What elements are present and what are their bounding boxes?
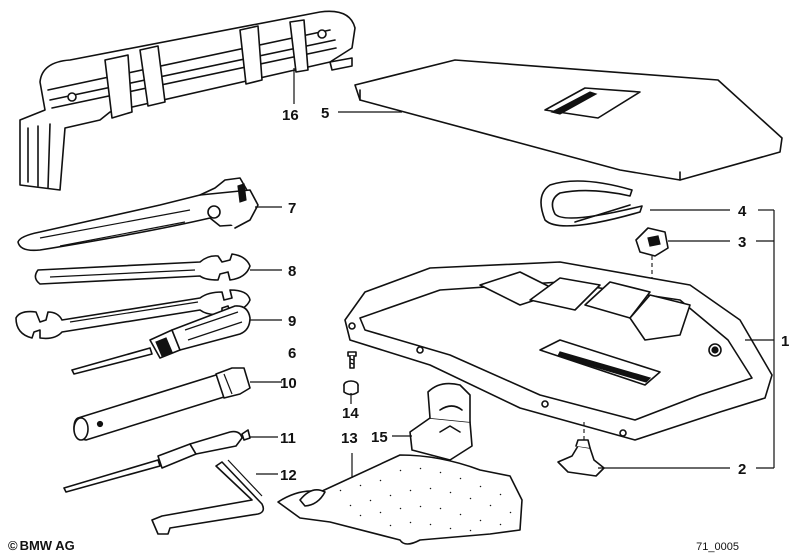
callout-2: 2 (738, 461, 746, 478)
part-1-tool-tray[interactable] (344, 261, 773, 441)
callout-10: 10 (280, 375, 297, 392)
part-15-clamp[interactable] (409, 382, 473, 461)
callout-8: 8 (288, 263, 296, 280)
callout-13: 13 (341, 430, 358, 447)
callout-7: 7 (288, 200, 296, 217)
leader-lines (250, 68, 775, 478)
part-12-allen-key[interactable] (151, 459, 265, 535)
callout-14: 14 (342, 405, 359, 422)
part-11-pin-tool[interactable] (63, 429, 251, 493)
part-13-cloth[interactable] (277, 454, 523, 545)
callout-16: 16 (282, 107, 299, 124)
copyright-icon: © (8, 538, 18, 553)
copyright-brand: ©BMW AG (8, 538, 75, 553)
callout-labels: 16 5 4 3 1 2 7 8 9 6 10 11 12 14 13 15 (280, 105, 789, 484)
part-5-cover-panel[interactable] (354, 59, 783, 181)
diagram-reference: 71_0005 (696, 541, 739, 553)
part-2-wing-screw[interactable] (557, 420, 605, 477)
part-8b-double-wrench[interactable] (15, 289, 251, 340)
brand-name: BMW AG (19, 538, 75, 553)
callout-11: 11 (280, 430, 296, 447)
part-10-box-spanner[interactable] (73, 367, 251, 441)
callout-12: 12 (280, 467, 297, 484)
part-7-pliers[interactable] (17, 177, 259, 252)
part-9-screwdriver[interactable] (71, 305, 251, 375)
callout-5: 5 (321, 105, 329, 122)
part-14-washer[interactable] (343, 380, 359, 396)
part-8-open-wrench[interactable] (34, 253, 251, 285)
part-16-tool-roll[interactable] (19, 10, 356, 191)
callout-15: 15 (371, 429, 388, 446)
callout-6: 6 (288, 345, 296, 362)
part-4-strap-clip[interactable] (540, 180, 643, 227)
callout-1: 1 (781, 333, 789, 350)
callout-3: 3 (738, 234, 746, 251)
callout-4: 4 (738, 203, 747, 220)
callout-9: 9 (288, 313, 296, 330)
part-6-screw[interactable] (347, 351, 357, 369)
part-3-nut[interactable] (635, 227, 669, 280)
